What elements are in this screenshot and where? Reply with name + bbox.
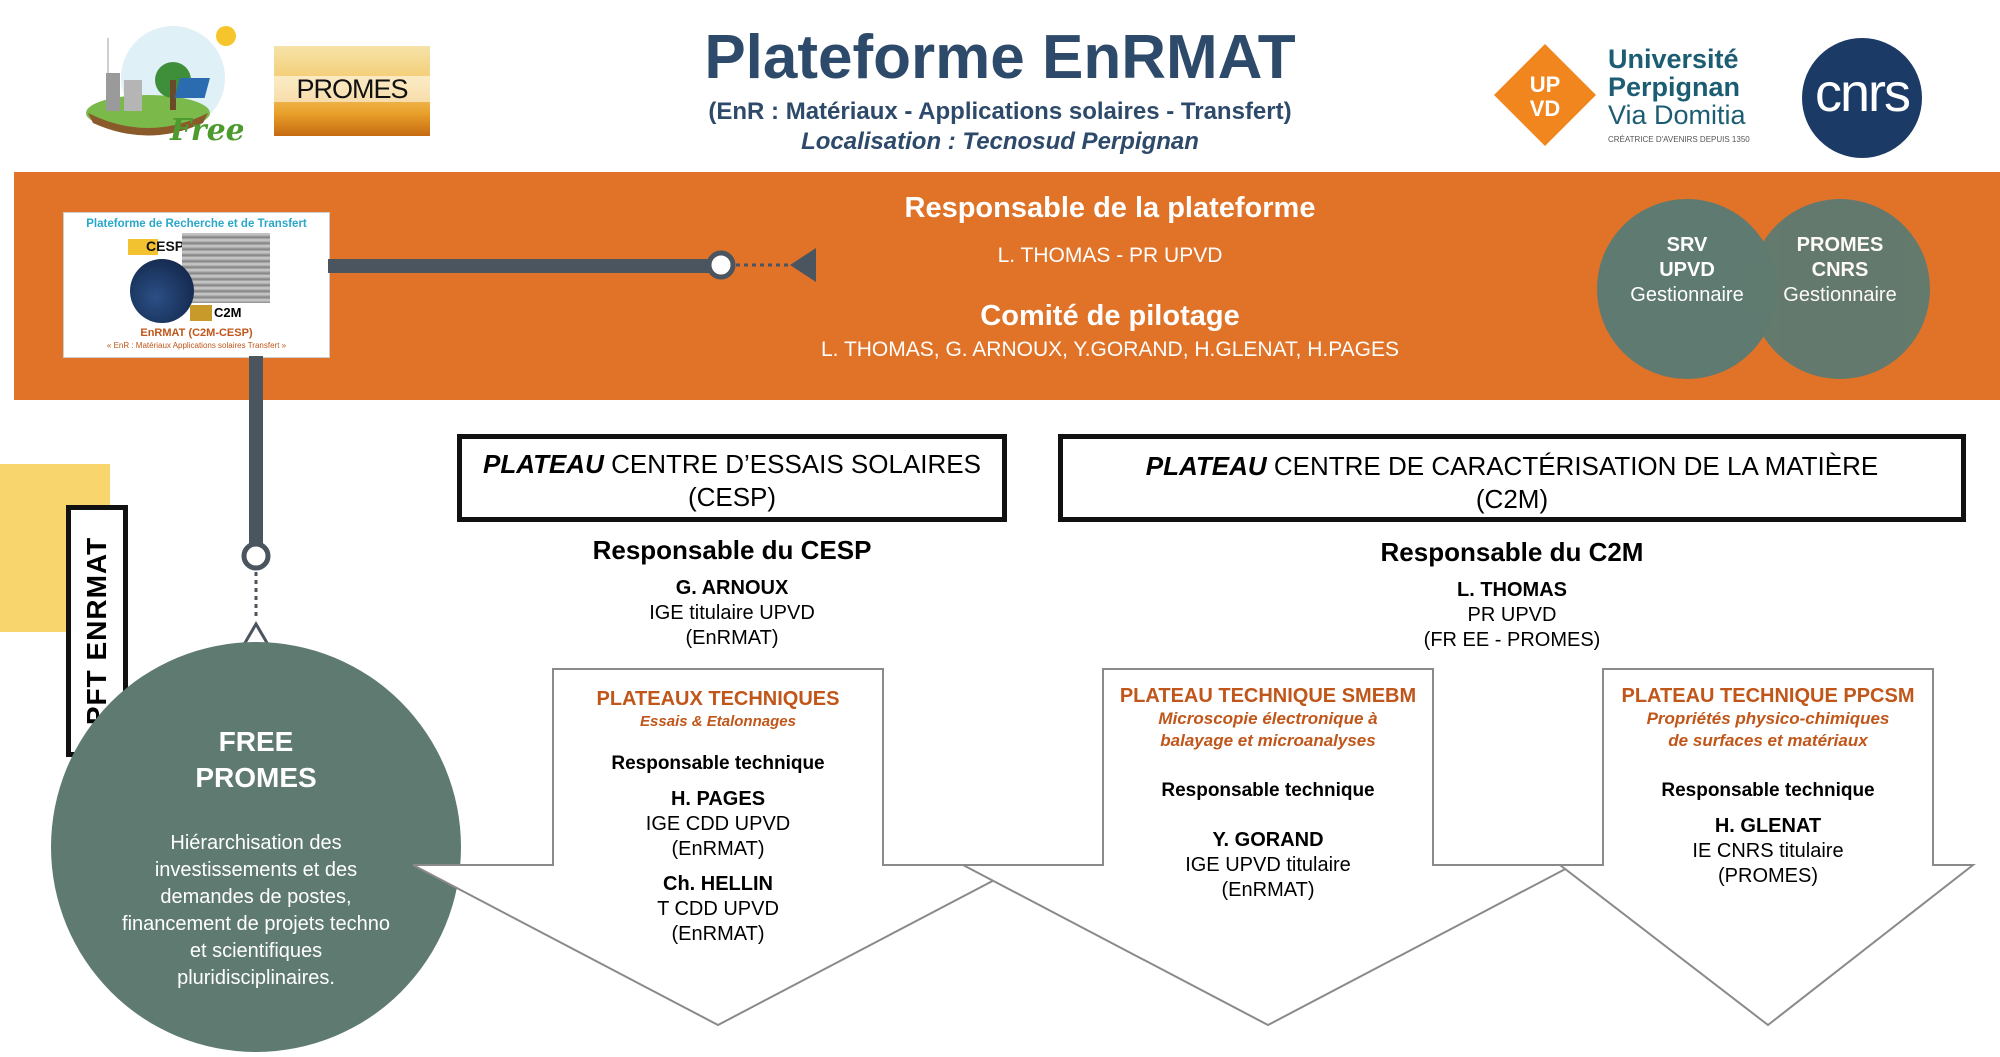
arrow-ppcsm-title: PLATEAU TECHNIQUE PPCSM [1621, 685, 1915, 707]
comite-heading: Comité de pilotage [980, 300, 1240, 332]
upvd-logo: UP VD Université Perpignan Via Domitia C… [1490, 40, 1780, 150]
responsable-name: L. THOMAS - PR UPVD [997, 244, 1223, 267]
arrow-cesp [412, 668, 1024, 1027]
arrow-cesp-tech-label: Responsable technique [611, 753, 825, 774]
arrow-smebm-title: PLATEAU TECHNIQUE SMEBM [1119, 685, 1417, 707]
arrow-cesp-title: PLATEAUX TECHNIQUES [596, 688, 840, 710]
svg-text:VD: VD [1530, 96, 1561, 121]
page-title: Plateforme EnRMAT [704, 23, 1296, 92]
arrow-cesp-subtitle: Essais & Etalonnages [640, 713, 796, 730]
svg-text:UP: UP [1530, 72, 1561, 97]
cnrs-logo: cnrs [1802, 38, 1922, 158]
arrow-ppcsm [1557, 668, 1976, 1027]
gestion-circle-promes: PROMES CNRS Gestionnaire [1750, 199, 1930, 379]
plateau-c2m-box: PLATEAU CENTRE DE CARACTÉRISATION DE LA … [1058, 434, 1966, 522]
comite-members: L. THOMAS, G. ARNOUX, Y.GORAND, H.GLENAT… [820, 338, 1400, 361]
gestion-circle-srv: SRV UPVD Gestionnaire [1597, 199, 1777, 379]
svg-text:Free: Free [169, 113, 243, 143]
plateau-cesp-box: PLATEAU CENTRE D’ESSAIS SOLAIRES (CESP) [457, 434, 1007, 522]
platform-thumbnail: Plateforme de Recherche et de Transfert … [63, 212, 330, 358]
cesp-resp-info: G. ARNOUX IGE titulaire UPVD (EnRMAT) [649, 577, 815, 649]
page-subtitle: (EnR : Matériaux - Applications solaires… [708, 98, 1292, 125]
free-logo: Free [78, 18, 245, 148]
responsable-heading: Responsable de la plateforme [904, 192, 1316, 224]
free-promes-circle: FREE PROMES Hiérarchisation des investis… [51, 642, 461, 1052]
arrow-smebm-tech-label: Responsable technique [1161, 780, 1375, 801]
cesp-resp-heading: Responsable du CESP [592, 535, 872, 565]
c2m-resp-heading: Responsable du C2M [1380, 537, 1644, 567]
arrow-cesp-content: PLATEAUX TECHNIQUES Essais & Etalonnages… [553, 688, 883, 947]
arrow-smebm [962, 668, 1574, 1027]
c2m-resp-info: L. THOMAS PR UPVD (FR EE - PROMES) [1423, 579, 1601, 651]
arrow-smebm-content: PLATEAU TECHNIQUE SMEBM Microscopie élec… [1103, 685, 1433, 903]
arrow-ppcsm-content: PLATEAU TECHNIQUE PPCSM Propriétés physi… [1603, 685, 1933, 889]
location-text: Localisation : Tecnosud Perpignan [801, 128, 1199, 155]
arrow-ppcsm-tech-label: Responsable technique [1661, 780, 1875, 801]
promes-logo: PROMES [274, 46, 430, 136]
